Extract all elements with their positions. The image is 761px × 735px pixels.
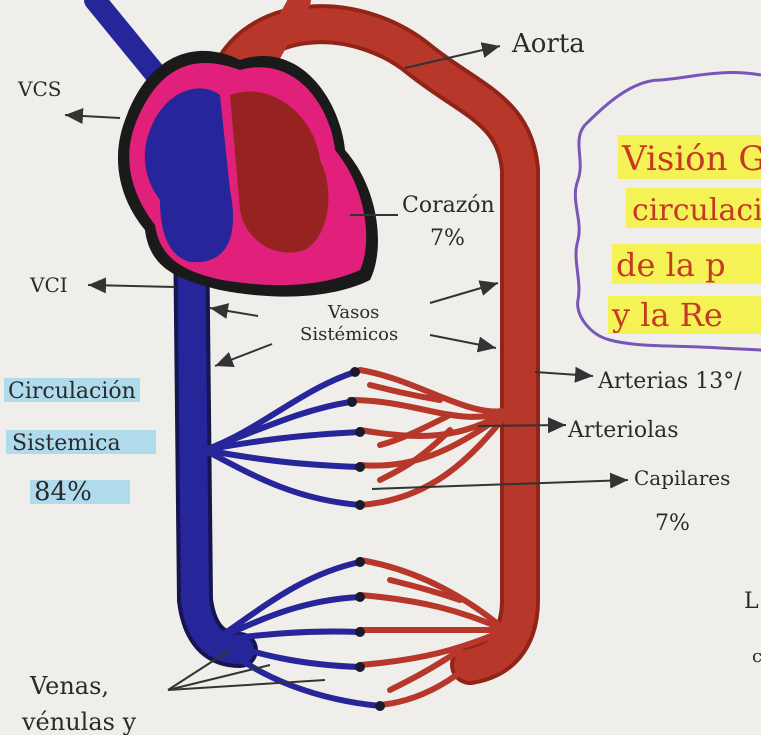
label-vasos: Vasos (327, 302, 379, 323)
label-circulacion-pct: 84% (34, 477, 92, 507)
label-venas: Venas, (29, 672, 109, 700)
label-arterias: Arterias 13°/ (597, 369, 742, 394)
label-vci: VCI (29, 273, 68, 297)
edge-mark-l: L (744, 589, 759, 614)
title-line-1: Visión G (621, 139, 761, 179)
label-vcs: VCS (17, 77, 61, 101)
label-corazon-pct: 7% (430, 226, 465, 251)
label-capilares-pct: 7% (655, 511, 690, 536)
title-line-4: y la Re (611, 296, 723, 334)
label-corazon: Corazón (402, 193, 495, 218)
edge-mark-c: c (752, 646, 761, 667)
title-line-3: de la p (616, 246, 726, 284)
label-aorta: Aorta (511, 29, 585, 59)
label-sistemica: Sistemica (12, 431, 121, 456)
label-capilares: Capilares (634, 466, 730, 490)
label-circulacion: Circulación (8, 379, 136, 404)
label-arteriolas: Arteriolas (567, 418, 679, 443)
label-venulas: vénulas y (21, 708, 137, 735)
label-sistemicos: Sistémicos (300, 324, 398, 345)
title-line-2: circulació (632, 193, 761, 228)
